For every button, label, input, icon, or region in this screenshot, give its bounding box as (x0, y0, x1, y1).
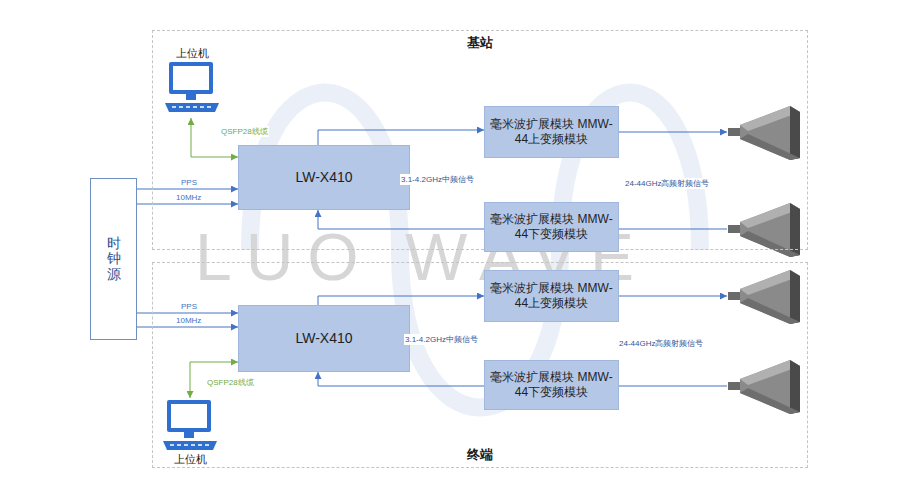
signal-label: 24-44GHz高频射频信号 (618, 338, 704, 349)
horn-antenna (728, 203, 800, 257)
connector (191, 118, 238, 157)
horn-antenna (728, 360, 800, 414)
connector (318, 130, 484, 145)
edge-label: QSFP28线缆 (220, 126, 269, 137)
module-box: 毫米波扩展模块 MMW-44上变频模块 (484, 106, 619, 158)
box-label: LW-X410 (239, 330, 409, 348)
edge-label: 10MHz (175, 315, 202, 326)
edge-label: 10MHz (175, 192, 202, 203)
rf-wire (608, 386, 727, 387)
edge-label: QSFP28线缆 (206, 377, 255, 388)
box-label: 毫米波扩展模块 MMW-44下变频模块 (485, 370, 618, 400)
box-label: LW-X410 (239, 169, 409, 187)
clock-label: 时钟源 (107, 236, 121, 282)
monitor (167, 400, 211, 432)
region-frame: 终端 LW-X410 毫米波扩展模块 MMW-44上变频模块毫米波扩展模块 MMW-… (152, 262, 808, 468)
key (200, 106, 204, 108)
module-box: 毫米波扩展模块 MMW-44上变频模块 (484, 270, 619, 322)
region-title: 终端 (467, 446, 493, 464)
key (193, 106, 197, 108)
signal-label: 24-44GHz高频射频信号 (624, 178, 710, 189)
computer-icon (163, 60, 221, 114)
edge-label: PPS (180, 301, 198, 312)
clock-box: 时钟源 (90, 178, 137, 340)
computer-label: 上位机 (174, 452, 207, 466)
key (184, 444, 188, 446)
edge-label: PPS (180, 177, 198, 188)
key (207, 106, 211, 108)
computer-icon (161, 398, 219, 452)
horn-antenna (728, 270, 800, 324)
monitor (169, 62, 213, 94)
key (186, 106, 190, 108)
signal-label: 3.1-4.2GHz中频信号 (404, 334, 479, 345)
key (198, 444, 202, 446)
host-computer: 上位机 (158, 398, 222, 468)
module-box: 毫米波扩展模块 MMW-44下变频模块 (484, 202, 619, 252)
key (177, 444, 181, 446)
connector (318, 210, 484, 229)
region-title: 基站 (467, 34, 493, 52)
connector (318, 296, 484, 305)
key (172, 106, 176, 108)
host-computer: 上位机 (160, 46, 224, 118)
key (170, 444, 174, 446)
rf-wire (608, 132, 727, 133)
box-label: 毫米波扩展模块 MMW-44上变频模块 (485, 281, 618, 311)
stand (184, 432, 194, 438)
key (205, 444, 209, 446)
screen (173, 66, 209, 90)
keyboard (163, 441, 217, 450)
box-label: 毫米波扩展模块 MMW-44上变频模块 (485, 117, 618, 147)
connector (318, 372, 484, 386)
keyboard (165, 103, 219, 112)
rf-wire (608, 296, 727, 297)
horn-antenna (728, 106, 800, 160)
signal-label: 3.1-4.2GHz中频信号 (400, 174, 475, 185)
screen (171, 404, 207, 428)
box-label: 毫米波扩展模块 MMW-44下变频模块 (485, 212, 618, 242)
stand (186, 94, 196, 100)
module-box: 毫米波扩展模块 MMW-44下变频模块 (484, 360, 619, 410)
computer-label: 上位机 (176, 46, 209, 60)
device-box: LW-X410 (238, 305, 410, 372)
key (179, 106, 183, 108)
device-box: LW-X410 (238, 145, 410, 210)
key (191, 444, 195, 446)
region-frame: 基站上位机 LW-X410 毫米波扩展模块 MMW-44上变频模块毫米波扩展模块 M… (152, 30, 808, 250)
